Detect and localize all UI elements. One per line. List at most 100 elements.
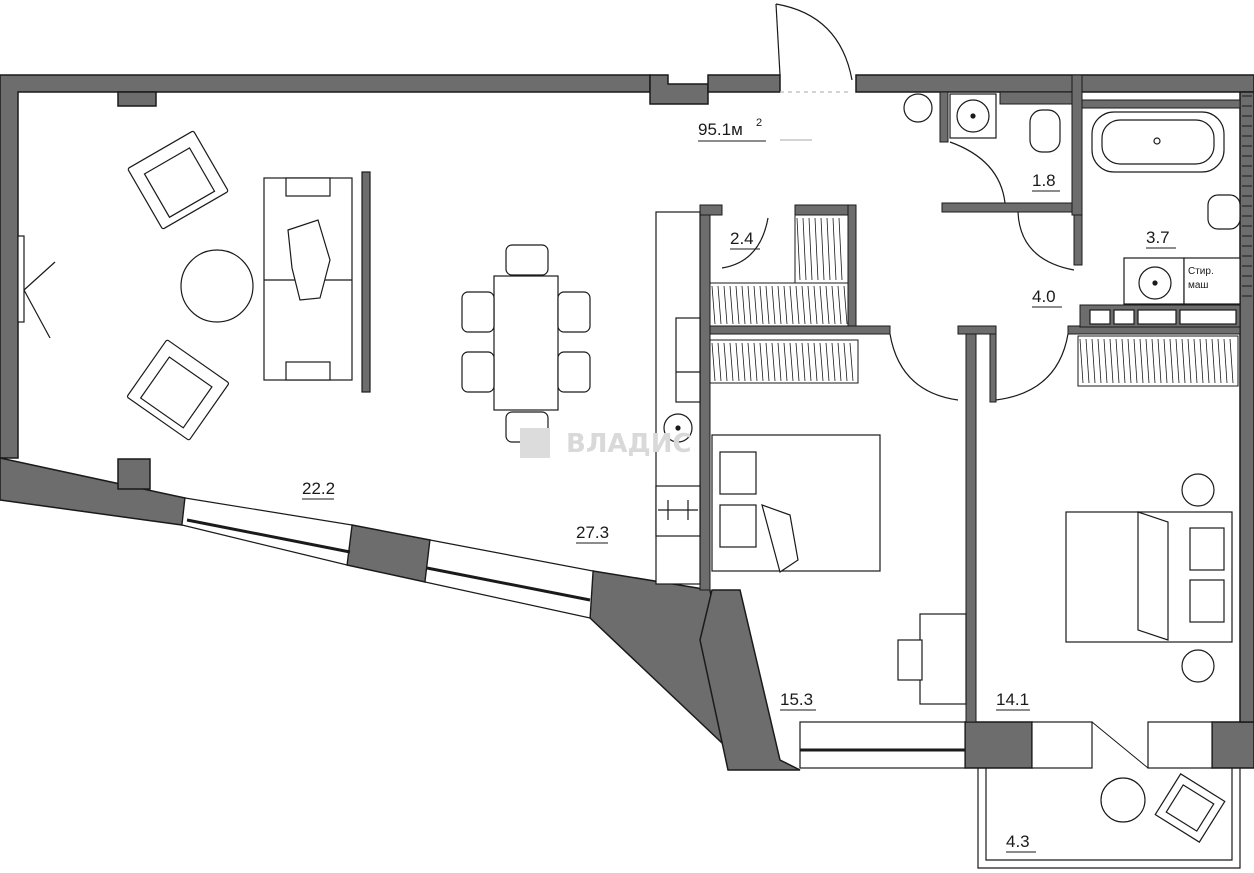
hatch-line xyxy=(1223,338,1228,384)
hatch-line xyxy=(1139,338,1144,384)
hatch-line xyxy=(831,285,836,325)
hatch-line xyxy=(741,285,746,325)
total-area-label: 95.1м xyxy=(698,120,743,139)
bedroom1-furniture xyxy=(711,434,967,705)
living-furniture xyxy=(126,130,591,443)
column-left xyxy=(117,458,151,490)
hatch-line xyxy=(783,342,788,382)
hatch-line xyxy=(765,285,770,325)
hatch-line xyxy=(771,342,776,382)
hatch-line xyxy=(1211,338,1216,384)
hatch-line xyxy=(1175,338,1180,384)
right-edge-ticks xyxy=(1242,95,1252,297)
room-label-hall: 4.0 xyxy=(1032,287,1056,306)
hatch-line xyxy=(1151,338,1156,384)
hatch-line xyxy=(747,342,752,382)
hatch-line xyxy=(777,285,782,325)
dining-table xyxy=(493,275,559,411)
wc-wall-right xyxy=(1071,74,1083,216)
window-bedroom1 xyxy=(799,721,966,769)
total-area-sup: 2 xyxy=(756,117,762,129)
hatch-line xyxy=(849,342,854,382)
wc-door xyxy=(949,141,1006,204)
wc-wall-left xyxy=(939,91,949,143)
hatch-line xyxy=(741,342,746,382)
room-labels: 95.1м 2 22.2 27.3 2.4 1.8 3.7 4.0 15.3 1… xyxy=(302,117,1214,853)
desk-1 xyxy=(919,613,967,705)
cooktop xyxy=(655,485,701,537)
room-label-kitchen: 27.3 xyxy=(576,523,609,542)
toilet xyxy=(1029,109,1061,153)
hatch-line xyxy=(759,342,764,382)
hatch-line xyxy=(759,285,764,325)
hatch-line xyxy=(711,285,716,325)
bedrooms-divider-top xyxy=(989,333,997,403)
wall-top-mid xyxy=(707,74,781,93)
hatch-line xyxy=(1103,338,1108,384)
room-label-bathroom: 3.7 xyxy=(1146,228,1170,247)
washer xyxy=(1183,257,1241,305)
window-2 xyxy=(424,539,594,619)
hatch-line xyxy=(789,342,794,382)
tv-stand xyxy=(361,171,371,393)
hatch-line xyxy=(843,285,848,325)
hatch-line xyxy=(807,342,812,382)
window-bedroom2-right xyxy=(1147,721,1213,769)
wc-wall-bottom xyxy=(941,202,1083,213)
hatch-line xyxy=(729,342,734,382)
hatch-line xyxy=(1193,338,1198,384)
balcony xyxy=(977,768,1241,869)
window-bedroom2-left xyxy=(1031,721,1093,769)
hatch-line xyxy=(807,285,812,325)
armchair-bottom xyxy=(126,339,230,441)
coffee-table xyxy=(180,249,254,323)
bath-wall-left xyxy=(1073,214,1083,266)
hatch-line xyxy=(837,342,842,382)
hatch-line xyxy=(1109,338,1114,384)
wall-top-jog xyxy=(649,74,709,105)
hatch-line xyxy=(1199,338,1204,384)
bedroom2-furniture xyxy=(1065,473,1233,683)
window-1 xyxy=(181,497,353,566)
hatch-line xyxy=(1217,338,1222,384)
hatch-line xyxy=(1085,338,1090,384)
room-label-living: 22.2 xyxy=(302,479,335,498)
hatch-line xyxy=(1181,338,1186,384)
hatch-line xyxy=(795,285,800,325)
room-label-bedroom1: 15.3 xyxy=(780,690,813,709)
hatch-line xyxy=(735,342,740,382)
wall-right xyxy=(1239,91,1254,723)
balcony-outline xyxy=(977,768,1241,869)
armchair-top xyxy=(127,130,229,230)
kitchen-furniture xyxy=(655,211,701,585)
hatch-line xyxy=(723,285,728,325)
room-label-wc: 1.8 xyxy=(1032,171,1056,190)
hatch-line xyxy=(1163,338,1168,384)
wardrobe-1 xyxy=(709,282,849,327)
storage-wall-left xyxy=(699,204,711,591)
hatch-line xyxy=(723,342,728,382)
toilet-2 xyxy=(1207,194,1241,230)
hatch-line xyxy=(814,217,819,281)
hatch-line xyxy=(717,342,722,382)
bedrooms-divider xyxy=(965,333,977,723)
storage-wall-top xyxy=(699,204,723,216)
desk-chair-1 xyxy=(897,639,923,681)
balcony-table xyxy=(1100,777,1146,823)
corridor-wall-2 xyxy=(957,325,997,335)
hatch-line xyxy=(1115,338,1120,384)
hatch-line xyxy=(819,285,824,325)
hatch-line xyxy=(1133,338,1138,384)
hatch-line xyxy=(1121,338,1126,384)
wc-wall-inner xyxy=(999,91,1073,105)
storage-door xyxy=(721,217,769,269)
hatch-line xyxy=(1187,338,1192,384)
entrance-door-arc xyxy=(775,3,853,81)
bath-wall-bottom xyxy=(1081,99,1241,109)
fridge xyxy=(675,317,701,403)
hatch-line xyxy=(825,285,830,325)
hatch-line xyxy=(753,285,758,325)
hatch-line xyxy=(777,342,782,382)
corridor-wall-1 xyxy=(709,325,891,335)
